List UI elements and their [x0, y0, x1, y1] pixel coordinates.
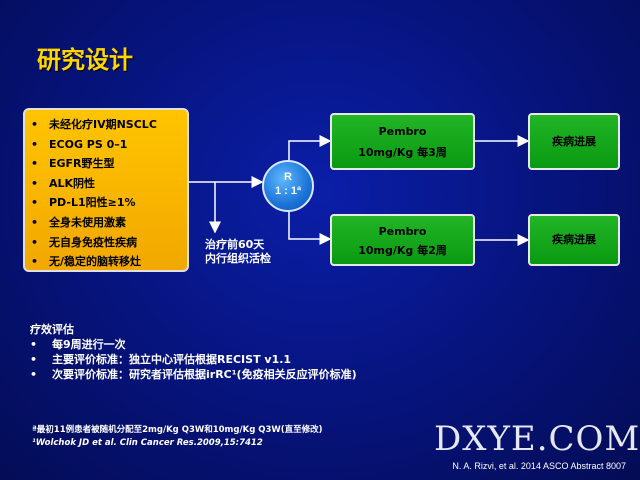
criteria-item: •无/稳定的脑转移灶	[31, 255, 142, 269]
assessment-item: •次要评价标准：研究者评估根据irRC¹(免疫相关反应评价标准)	[30, 368, 357, 381]
slide-title: 研究设计	[37, 46, 133, 74]
randomization-to-arm1-line	[288, 135, 332, 160]
randomization-node: R 1 : 1ª	[262, 160, 314, 212]
randomization-label: R	[284, 171, 292, 183]
arm-2-drug: Pembro	[378, 225, 427, 238]
criteria-item: •PD-L1阳性≥1%	[31, 196, 136, 210]
biopsy-note: 治疗前60天 内行组织活检	[205, 238, 271, 265]
efficacy-assessment: 疗效评估 •每9周进行一次 •主要评价标准：独立中心评估根据RECIST v1.…	[30, 322, 357, 382]
criteria-item: •EGFR野生型	[31, 157, 115, 171]
arm-1-dose: 10mg/Kg 每3周	[358, 146, 447, 159]
source-citation: N. A. Rizvi, et al. 2014 ASCO Abstract 8…	[452, 461, 626, 471]
assessment-item: •每9周进行一次	[30, 338, 126, 351]
arm-1-outcome-box: 疾病进展	[528, 113, 620, 170]
footnote-a: ª最初11例患者被随机分配至2mg/Kg Q3W和10mg/Kg Q3W(直至修…	[32, 425, 323, 435]
arm-1-drug: Pembro	[378, 125, 427, 138]
randomization-ratio: 1 : 1ª	[274, 185, 302, 197]
criteria-item: •ECOG PS 0–1	[31, 137, 128, 151]
assessment-item: •主要评价标准：独立中心评估根据RECIST v1.1	[30, 353, 292, 366]
arm-2-dose: 10mg/Kg 每2周	[358, 244, 447, 257]
watermark-logo: DXYE.COM	[434, 419, 640, 459]
footnotes: ª最初11例患者被随机分配至2mg/Kg Q3W和10mg/Kg Q3W(直至修…	[32, 424, 323, 450]
arm-2-box: Pembro 10mg/Kg 每2周	[330, 214, 475, 266]
eligibility-criteria-box: •未经化疗IV期NSCLC •ECOG PS 0–1 •EGFR野生型 •ALK…	[23, 108, 189, 272]
criteria-item: •ALK阴性	[31, 176, 96, 190]
randomization-to-arm2-line	[288, 212, 332, 245]
criteria-item: •无自身免疫性疾病	[31, 235, 137, 249]
assessment-heading: 疗效评估	[30, 323, 74, 336]
criteria-item: •未经化疗IV期NSCLC	[31, 118, 157, 131]
arm-1-box: Pembro 10mg/Kg 每3周	[330, 113, 475, 170]
criteria-item: •全身未使用激素	[31, 215, 126, 229]
arm-2-outcome-box: 疾病进展	[528, 214, 620, 266]
footnote-citation: ¹Wolchok JD et al. Clin Cancer Res.2009,…	[32, 438, 263, 448]
